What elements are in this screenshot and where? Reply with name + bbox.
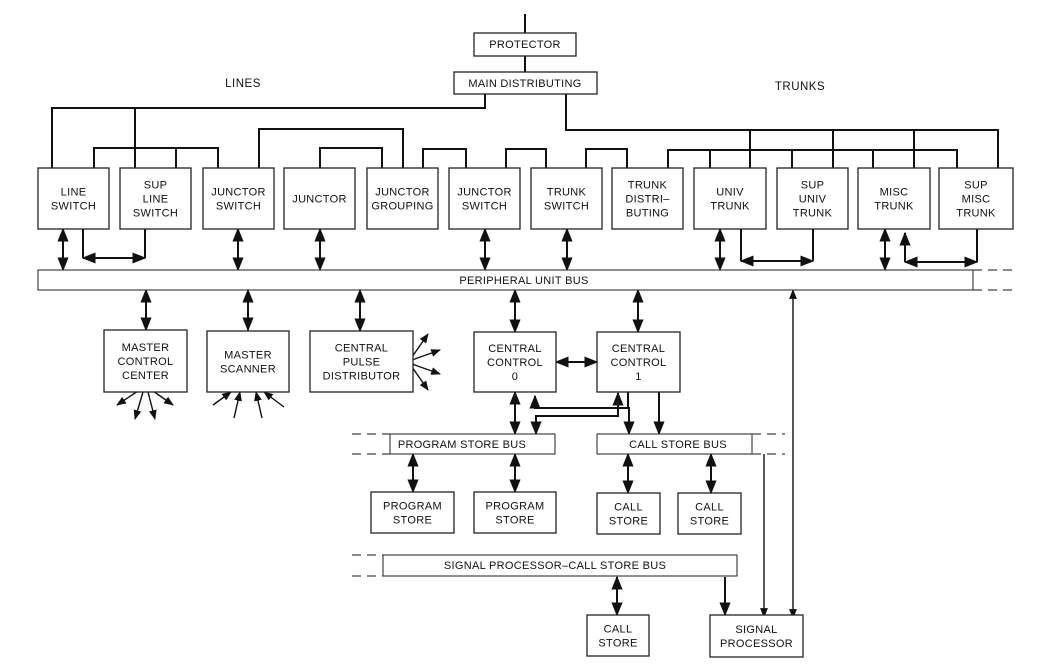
control-units-row: MASTER CONTROL CENTER MASTER SCANNER CENTRAL P…	[103, 329, 681, 393]
line-switch-label: LINE	[61, 187, 87, 199]
sup-line-switch-label: LINE	[143, 194, 169, 206]
trunk-switch-label: SWITCH	[544, 201, 589, 213]
misc-trunk-label: MISC	[880, 187, 909, 199]
program-store-2-label: PROGRAM	[486, 501, 545, 513]
lines-section-label: LINES	[225, 78, 261, 90]
misc-trunk-label: TRUNK	[874, 201, 914, 213]
trunk-distributing-label: DISTRI–	[625, 194, 670, 206]
sup-univ-trunk-label: SUP	[801, 180, 825, 192]
master-control-center-label: CONTROL	[118, 356, 174, 368]
master-scanner-block: MASTER SCANNER	[206, 330, 290, 393]
protector-label: PROTECTOR	[489, 39, 561, 51]
program-store-2-block: PROGRAM STORE	[473, 491, 557, 534]
protector-block: PROTECTOR	[473, 32, 577, 57]
sup-univ-trunk-block: SUP UNIV TRUNK	[776, 167, 849, 230]
trunk-distributing-label: TRUNK	[628, 180, 668, 192]
sup-line-switch-block: SUP LINE SWITCH	[119, 167, 192, 230]
sup-misc-trunk-label: TRUNK	[956, 208, 996, 220]
univ-trunk-label: UNIV	[716, 187, 744, 199]
call-store-1-label: CALL	[614, 502, 643, 514]
master-control-center-label: CENTER	[122, 370, 169, 382]
signal-processor-label: SIGNAL	[735, 624, 777, 636]
stores-row: PROGRAM STORE PROGRAM STORE CALL STORE CALL STO…	[370, 491, 804, 658]
sup-line-switch-label: SWITCH	[133, 208, 178, 220]
junctor-block: JUNCTOR	[283, 167, 356, 230]
sup-line-switch-label: SUP	[144, 180, 168, 192]
call-store-bus-label: CALL STORE BUS	[629, 439, 727, 451]
central-control-1-label: CONTROL	[611, 357, 667, 369]
sup-univ-trunk-label: TRUNK	[793, 208, 833, 220]
central-control-1-label: CENTRAL	[612, 343, 665, 355]
call-store-3-label: STORE	[598, 638, 637, 650]
sup-misc-trunk-label: MISC	[962, 194, 991, 206]
junctor-switch-2-label: JUNCTOR	[457, 187, 511, 199]
junctor-switch-1-block: JUNCTOR SWITCH	[202, 167, 275, 230]
program-store-1-block: PROGRAM STORE	[370, 491, 455, 534]
call-store-1-label: STORE	[609, 516, 648, 528]
line-switch-label: SWITCH	[51, 201, 96, 213]
sup-univ-trunk-label: UNIV	[799, 194, 827, 206]
sup-misc-trunk-label: SUP	[964, 180, 988, 192]
sup-misc-trunk-block: SUP MISC TRUNK	[938, 167, 1014, 230]
junctor-grouping-label: JUNCTOR	[375, 187, 429, 199]
master-scanner-label: MASTER	[224, 350, 272, 362]
central-pulse-distributor-block: CENTRAL PULSE DISTRIBUTOR	[309, 330, 414, 393]
switching-frames-row: LINESWITCHSUPLINESWITCHJUNCTORSWITCHJUNC…	[37, 167, 1014, 230]
junctor-grouping-label: GROUPING	[371, 201, 433, 213]
call-store-3-block: CALL STORE	[586, 614, 650, 657]
call-store-2-label: STORE	[690, 516, 729, 528]
master-control-center-block: MASTER CONTROL CENTER	[103, 329, 188, 393]
univ-trunk-label: TRUNK	[710, 201, 750, 213]
misc-trunk-block: MISC TRUNK	[857, 167, 931, 230]
signal-processor-call-store-bus: SIGNAL PROCESSOR–CALL STORE BUS	[352, 554, 738, 577]
call-store-2-block: CALL STORE	[677, 492, 742, 535]
central-control-0-label: CENTRAL	[488, 343, 541, 355]
trunk-switch-label: TRUNK	[547, 187, 587, 199]
main-distributing-block: MAIN DISTRIBUTING	[453, 71, 598, 95]
central-control-0-block: CENTRAL CONTROL 0	[473, 331, 557, 393]
central-pulse-distributor-label: CENTRAL	[335, 343, 388, 355]
central-pulse-distributor-label: PULSE	[343, 357, 381, 369]
peripheral-unit-bus: PERIPHERAL UNIT BUS	[37, 269, 1012, 291]
univ-trunk-block: UNIV TRUNK	[693, 167, 767, 230]
trunk-distributing-label: BUTING	[626, 208, 669, 220]
trunk-switch-block: TRUNK SWITCH	[530, 167, 603, 230]
junctor-grouping-block: JUNCTOR GROUPING	[366, 167, 439, 230]
junctor-switch-2-label: SWITCH	[462, 201, 507, 213]
central-pulse-distributor-label: DISTRIBUTOR	[323, 371, 401, 383]
junctor-label: JUNCTOR	[292, 194, 346, 206]
junctor-switch-2-block: JUNCTOR SWITCH	[448, 167, 521, 230]
main-distributing-label: MAIN DISTRIBUTING	[468, 78, 581, 90]
program-store-bus: PROGRAM STORE BUS	[352, 433, 556, 455]
trunks-section-label: TRUNKS	[775, 81, 825, 93]
master-scanner-label: SCANNER	[220, 364, 276, 376]
master-control-center-label: MASTER	[122, 342, 170, 354]
trunk-distributing-block: TRUNK DISTRI– BUTING	[611, 167, 684, 230]
program-store-2-label: STORE	[495, 515, 534, 527]
program-store-1-label: PROGRAM	[383, 501, 442, 513]
call-store-1-block: CALL STORE	[596, 492, 661, 535]
program-store-bus-label: PROGRAM STORE BUS	[398, 439, 526, 451]
line-switch-block: LINE SWITCH	[37, 167, 110, 230]
call-store-2-label: CALL	[695, 502, 724, 514]
junctor-switch-1-label: JUNCTOR	[211, 187, 265, 199]
central-control-0-label: CONTROL	[487, 357, 543, 369]
connector-lines	[51, 14, 999, 619]
call-store-3-label: CALL	[604, 624, 633, 636]
call-store-bus: CALL STORE BUS	[596, 433, 785, 455]
signal-processor-block: SIGNAL PROCESSOR	[709, 614, 804, 658]
peripheral-unit-bus-label: PERIPHERAL UNIT BUS	[459, 275, 588, 287]
central-control-0-label: 0	[512, 371, 518, 383]
signal-processor-label: PROCESSOR	[720, 638, 793, 650]
junctor-switch-1-label: SWITCH	[216, 201, 261, 213]
program-store-1-label: STORE	[393, 515, 432, 527]
central-control-1-label: 1	[635, 371, 641, 383]
central-control-1-block: CENTRAL CONTROL 1	[596, 331, 681, 393]
signal-processor-call-store-bus-label: SIGNAL PROCESSOR–CALL STORE BUS	[444, 560, 666, 572]
